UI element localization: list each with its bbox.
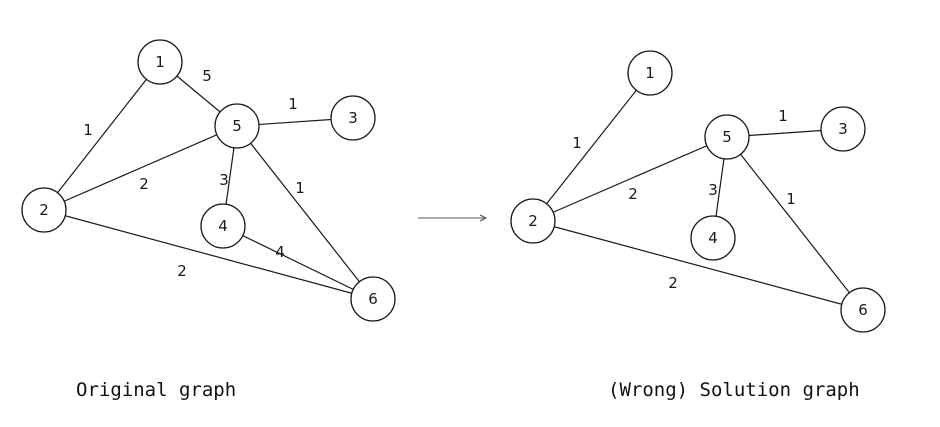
- node-circle: [820, 106, 866, 152]
- edge-weight-5-4: 3: [219, 171, 229, 189]
- transform-arrow: [418, 214, 488, 222]
- node-label: 5: [722, 128, 732, 146]
- node-1: 1: [137, 39, 183, 85]
- edge-4-6: [222, 225, 374, 300]
- node-3: 3: [330, 95, 376, 141]
- original-graph-caption: Original graph: [76, 379, 236, 401]
- node-circle: [690, 215, 736, 261]
- node-1: 1: [627, 50, 673, 96]
- node-label: 1: [645, 64, 655, 82]
- original-graph: 5 1 1 2 3 1 4 2 1 2 3 4 5 6: [21, 39, 396, 322]
- node-circle: [510, 198, 556, 244]
- node-circle: [137, 39, 183, 85]
- edge-weight-1-2: 1: [572, 134, 582, 152]
- edge-weight-5-3: 1: [288, 95, 298, 113]
- edge-weight-5-6: 1: [786, 190, 796, 208]
- node-circle: [330, 95, 376, 141]
- edge-5-6: [726, 136, 864, 311]
- original-edge-weights: 5 1 1 2 3 1 4 2: [83, 67, 305, 280]
- edge-2-6: [532, 220, 864, 311]
- edge-weight-5-4: 3: [708, 181, 718, 199]
- solution-nodes: 1 2 3 4 5 6: [510, 50, 886, 333]
- node-label: 6: [368, 290, 378, 308]
- edge-2-5: [43, 125, 238, 211]
- node-label: 4: [708, 229, 718, 247]
- edge-1-2: [532, 72, 651, 222]
- edge-weight-5-3: 1: [778, 107, 788, 125]
- node-2: 2: [21, 187, 67, 233]
- node-5: 5: [214, 103, 260, 149]
- node-5: 5: [704, 114, 750, 160]
- node-3: 3: [820, 106, 866, 152]
- node-circle: [21, 187, 67, 233]
- node-label: 4: [218, 217, 228, 235]
- original-edges: [43, 61, 374, 300]
- edge-weight-2-6: 2: [668, 274, 678, 292]
- edge-weight-2-5: 2: [139, 175, 149, 193]
- node-label: 3: [838, 120, 848, 138]
- node-label: 2: [528, 212, 538, 230]
- node-circle: [214, 103, 260, 149]
- edge-2-6: [43, 209, 374, 300]
- node-4: 4: [690, 215, 736, 261]
- edge-weight-5-6: 1: [295, 179, 305, 197]
- solution-graph: 1 1 2 3 1 2 1 2 3 4 5 6: [510, 50, 886, 333]
- node-label: 2: [39, 201, 49, 219]
- edge-weight-2-5: 2: [628, 185, 638, 203]
- original-nodes: 1 2 3 4 5 6: [21, 39, 396, 322]
- edge-1-2: [43, 61, 161, 211]
- solution-graph-caption: (Wrong) Solution graph: [608, 379, 860, 401]
- edge-weight-1-2: 1: [83, 121, 93, 139]
- edge-5-6: [236, 125, 374, 300]
- node-label: 6: [858, 301, 868, 319]
- node-circle: [350, 276, 396, 322]
- node-4: 4: [200, 203, 246, 249]
- node-label: 1: [155, 53, 165, 71]
- edge-weight-1-5: 5: [202, 67, 212, 85]
- edge-2-5: [532, 136, 728, 222]
- node-label: 5: [232, 117, 242, 135]
- node-circle: [840, 287, 886, 333]
- solution-edges: [532, 72, 864, 311]
- edge-weight-4-6: 4: [275, 243, 285, 261]
- solution-edge-weights: 1 1 2 3 1 2: [572, 107, 796, 292]
- node-circle: [704, 114, 750, 160]
- node-label: 3: [348, 109, 358, 127]
- node-2: 2: [510, 198, 556, 244]
- node-circle: [627, 50, 673, 96]
- edge-weight-2-6: 2: [177, 262, 187, 280]
- node-circle: [200, 203, 246, 249]
- node-6: 6: [840, 287, 886, 333]
- node-6: 6: [350, 276, 396, 322]
